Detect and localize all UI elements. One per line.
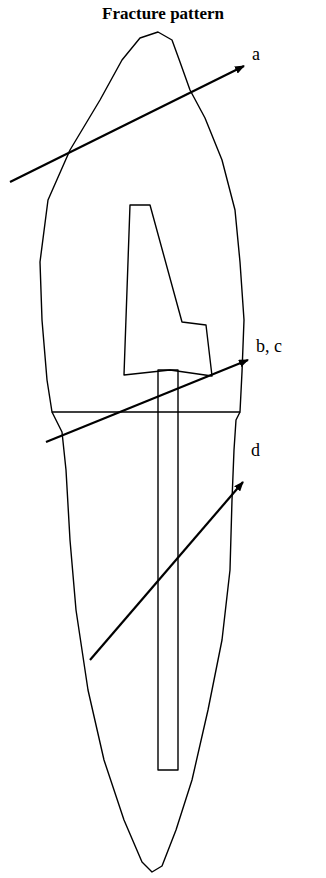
figure-title: Fracture pattern — [102, 4, 224, 24]
fracture-label: a — [252, 44, 260, 65]
fracture-arrow — [46, 360, 248, 442]
fracture-label: d — [251, 440, 260, 461]
core-outline — [124, 205, 212, 376]
crown-outline — [40, 32, 244, 412]
fracture-arrow — [10, 66, 244, 182]
fracture-label: b, c — [256, 336, 282, 357]
fracture-arrow — [90, 482, 243, 660]
root-outline — [52, 412, 240, 872]
